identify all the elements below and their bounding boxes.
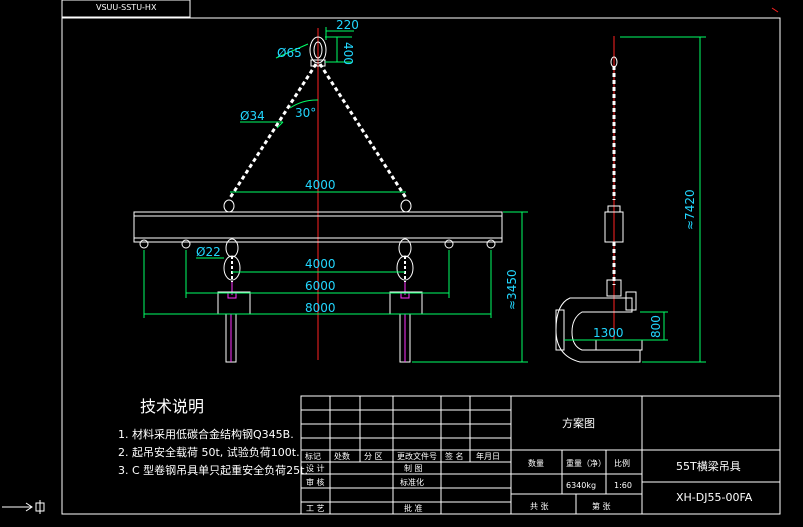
note-1: 1. 材料采用低碳合金结构钢Q345B. <box>118 427 294 441</box>
left-c-clamp-block <box>217 291 251 315</box>
drawing-tab-box <box>61 0 191 18</box>
scale-value: 1:60 <box>614 481 632 490</box>
note-2: 2. 起吊安全载荷 50t, 试验负荷100t. <box>118 445 300 459</box>
dim-d65: Ø65 <box>277 46 302 60</box>
dim-3450: ≈3450 <box>505 269 519 310</box>
note-3: 3. C 型卷钢吊具单只起重安全负荷25t. <box>118 463 308 477</box>
role-design: 设 计 <box>306 463 325 473</box>
dim-6000: 6000 <box>305 279 336 293</box>
col-qty: 数量 <box>528 458 544 468</box>
side-view: ≈7420 1300 800 <box>555 36 706 363</box>
scheme-label: 方案图 <box>562 416 595 430</box>
rev-header-sign: 签 名 <box>445 451 464 461</box>
role-craft: 工 艺 <box>306 504 325 513</box>
left-hook <box>217 238 251 363</box>
role-check: 审 核 <box>306 477 325 487</box>
dim-800: 800 <box>649 315 663 338</box>
dim-8000: 8000 <box>305 301 336 315</box>
dim-400: 400 <box>341 42 355 65</box>
rev-header-zone: 分 区 <box>364 452 383 461</box>
dim-4000-top: 4000 <box>305 178 336 192</box>
role-approve: 批 准 <box>404 503 423 513</box>
right-chain <box>318 63 408 199</box>
drawing-number: XH-DJ55-00FA <box>676 491 753 504</box>
sheets-total: 共 张 <box>530 502 549 511</box>
rev-header-count: 处数 <box>334 451 350 461</box>
weight-value: 6340kg <box>566 481 596 490</box>
cross-beam <box>133 211 503 243</box>
rev-header-docno: 更改文件号 <box>397 451 437 461</box>
angle-arc <box>289 99 319 109</box>
role-draw: 制 图 <box>404 463 423 473</box>
dim-4000-mid: 4000 <box>305 257 336 271</box>
top-shackle <box>309 36 327 64</box>
rev-header-mark: 标记 <box>305 451 321 461</box>
left-chain <box>228 63 318 199</box>
right-hook <box>389 238 423 363</box>
ucs-axis-icon <box>2 500 45 514</box>
corner-mark <box>771 7 779 13</box>
dim-d22: Ø22 <box>196 245 221 259</box>
dim-1300: 1300 <box>593 326 624 340</box>
dim-d34: Ø34 <box>240 109 265 123</box>
dim-220: 220 <box>336 18 359 32</box>
technical-notes: 技术说明 1. 材料采用低碳合金结构钢Q345B. 2. 起吊安全载荷 50t,… <box>118 397 308 477</box>
notes-title: 技术说明 <box>140 397 204 416</box>
drawing-tab-label: VSUU-SSTU-HX <box>96 3 157 12</box>
col-scale: 比例 <box>614 458 630 468</box>
front-view: 220 400 Ø65 30° Ø34 4000 <box>133 18 528 363</box>
dim-7420: ≈7420 <box>683 189 697 230</box>
product-name: 55T横梁吊具 <box>676 459 741 473</box>
role-std: 标准化 <box>400 477 424 487</box>
dim-a30: 30° <box>295 106 316 120</box>
sheet-number: 第 张 <box>592 501 611 511</box>
col-weight: 重量（净） <box>566 458 606 468</box>
beam-lugs <box>139 239 496 249</box>
title-block: 标记 处数 分 区 更改文件号 签 名 年月日 设 计 审 核 工 艺 制 图 … <box>300 395 781 515</box>
right-c-clamp-block <box>389 291 423 315</box>
rev-header-date: 年月日 <box>476 451 500 461</box>
